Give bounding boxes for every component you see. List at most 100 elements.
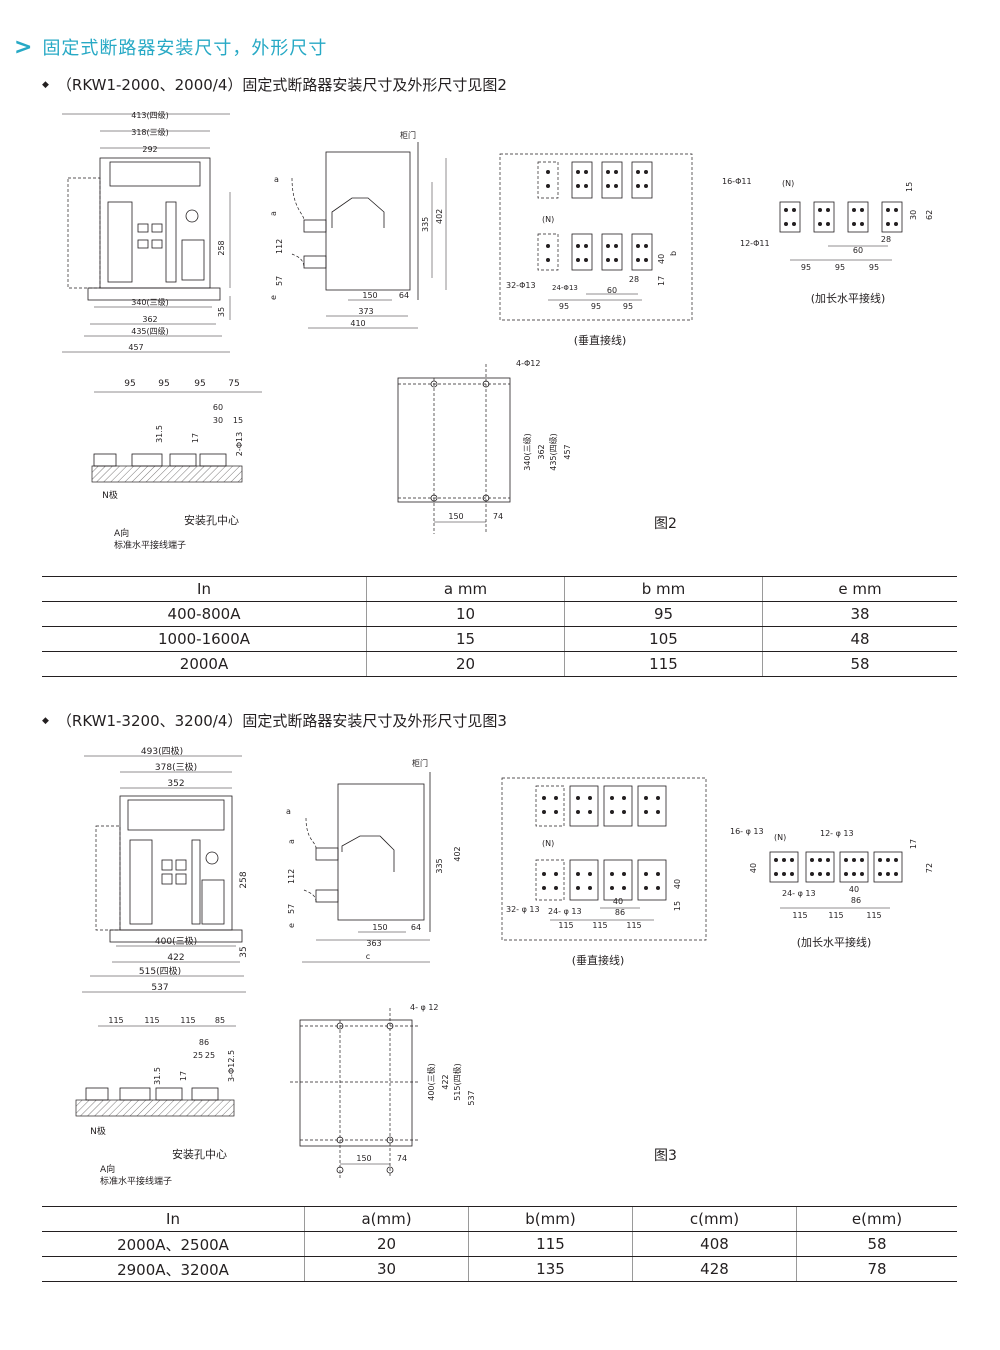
dim-352: 352: [167, 779, 184, 789]
dim-115-a-v2: 115: [558, 921, 573, 930]
table-cell: 78: [796, 1256, 957, 1282]
hole-24-h2: 24- φ 13: [782, 889, 816, 898]
hole-4-m: 4-Φ12: [516, 359, 540, 368]
dim-86-v2: 86: [615, 908, 625, 917]
dim-435-m: 435(四级): [548, 433, 558, 471]
dim-28-h: 28: [881, 235, 891, 244]
col-header: In: [42, 576, 367, 602]
figure-3-label: 图3: [654, 1148, 677, 1164]
dim-15: 15: [905, 182, 914, 192]
n-label-h2: (N): [774, 833, 786, 842]
section1-subtitle-text: （RKW1-2000、2000/4）固定式断路器安装尺寸及外形尺寸见图2: [56, 76, 507, 94]
dim-74-m2: 74: [397, 1154, 407, 1163]
col-header: In: [42, 1206, 305, 1232]
dim-292: 292: [142, 145, 157, 154]
dim-72-h2: 72: [925, 863, 934, 873]
dim-30: 30: [909, 210, 918, 220]
horizontal-connection-drawing-2: 16- φ 13 (N) 12- φ 13 40 17 72 24- φ 13 …: [730, 827, 934, 949]
dim-115-b-h2: 115: [828, 911, 843, 920]
dim-150-2: 150: [372, 923, 387, 932]
table-cell: 20: [304, 1231, 469, 1257]
table-header-row: In a(mm) b(mm) c(mm) e(mm): [42, 1206, 957, 1232]
hole-16: 16-Φ11: [722, 177, 752, 186]
dim-35: 35: [217, 307, 226, 317]
label-a2: a: [269, 211, 278, 216]
dim-150: 150: [362, 291, 377, 300]
spec-table-2: In a(mm) b(mm) c(mm) e(mm) 2000A、2500A 2…: [42, 1206, 957, 1282]
dim-95-b-h: 95: [835, 263, 845, 272]
table-cell: 2000A: [42, 651, 367, 677]
dim-400: 400(三极): [155, 935, 197, 947]
dim-537-m2: 537: [467, 1090, 476, 1105]
diamond-bullet-icon: ◆: [42, 79, 49, 90]
mounting-drawing-2: 4- φ 12 400(三极) 422 515(四极) 537 150 74: [290, 1003, 476, 1178]
table-cell: 2000A、2500A: [42, 1231, 305, 1257]
dim-17: 17: [657, 276, 666, 286]
front-view-drawing-1: 413(四级) 318(三级) 292 258 35 340(三级) 362 4…: [62, 110, 231, 353]
label-e: e: [269, 295, 278, 300]
dim-410: 410: [350, 319, 365, 328]
dim-457: 457: [128, 343, 143, 352]
vertical-caption: (垂直接线): [574, 333, 627, 347]
dim-95-a-h: 95: [801, 263, 811, 272]
dim-335-2: 335: [435, 858, 444, 873]
dim-75-t: 75: [228, 379, 239, 389]
table-cell: 135: [468, 1256, 633, 1282]
col-header: c(mm): [632, 1206, 797, 1232]
dim-15-t: 15: [233, 416, 243, 425]
dim-86-t2: 86: [199, 1038, 209, 1047]
dim-378: 378(三极): [155, 761, 197, 773]
hole-32: 32-Φ13: [506, 281, 536, 290]
dim-25-b-t2: 25: [205, 1051, 215, 1060]
dim-340: 340(三级): [131, 297, 169, 307]
dim-30-t: 30: [213, 416, 223, 425]
table-cell: 95: [564, 601, 763, 627]
dim-95-c-t: 95: [194, 379, 205, 389]
col-header: b mm: [564, 576, 763, 602]
dim-40b-h2: 40: [849, 885, 859, 894]
diamond-bullet-icon: ◆: [42, 715, 49, 726]
dim-74-m: 74: [493, 512, 503, 521]
dim-57-2: 57: [287, 904, 296, 914]
dim-422: 422: [167, 953, 184, 963]
dim-b: b: [669, 251, 678, 256]
dim-493: 493(四极): [141, 745, 183, 757]
dim-115-b-t2: 115: [144, 1016, 159, 1025]
table-cell: 38: [762, 601, 957, 627]
dim-64-2: 64: [411, 923, 421, 932]
side-view-drawing-1: 柜门 a a 112 e 57 335 402 150 64 373 410: [269, 130, 447, 329]
table-cell: 15: [366, 626, 565, 652]
dim-115-c-h2: 115: [866, 911, 881, 920]
dim-112: 112: [275, 239, 284, 254]
horizontal-connection-drawing-1: 16-Φ11 (N) 12-Φ11 15 30 62 28 60 95 95 9…: [722, 177, 934, 305]
col-header: a mm: [366, 576, 565, 602]
table-cell: 20: [366, 651, 565, 677]
hole-16-h2: 16- φ 13: [730, 827, 764, 836]
dim-112-2: 112: [287, 869, 296, 884]
dim-40-v2: 40: [673, 879, 682, 889]
dim-402-2: 402: [453, 846, 462, 861]
dim-60: 60: [607, 286, 617, 295]
table-cell: 1000-1600A: [42, 626, 367, 652]
door-label-2: 柜门: [412, 758, 428, 768]
spec-table-1: In a mm b mm e mm 400-800A 10 95 38 1000…: [42, 576, 957, 677]
dim-31-5-t: 31.5: [155, 425, 164, 443]
label-e-2: e: [287, 923, 296, 928]
hole-12: 12-Φ11: [740, 239, 770, 248]
hole-32-v2: 32- φ 13: [506, 905, 540, 914]
door-label: 柜门: [400, 130, 416, 140]
dim-28: 28: [629, 275, 639, 284]
hole-2-t: 2-Φ13: [235, 432, 244, 456]
dim-150-m2: 150: [356, 1154, 371, 1163]
n-label-h: (N): [782, 179, 794, 188]
section2-subtitle-text: （RKW1-3200、3200/4）固定式断路器安装尺寸及外形尺寸见图3: [56, 712, 507, 730]
hole-12-h2: 12- φ 13: [820, 829, 854, 838]
vertical-connection-drawing-1: (N) b 40 17 28 60 95 95 95 32-Φ13 24-Φ13…: [499, 153, 693, 347]
dim-64: 64: [399, 291, 409, 300]
dim-258: 258: [217, 240, 226, 255]
table-row: 2900A、3200A 30 135 428 78: [42, 1256, 957, 1282]
dim-115-c-v2: 115: [626, 921, 641, 930]
horizontal-caption: (加长水平接线): [811, 291, 886, 305]
dim-258-2: 258: [239, 871, 249, 888]
page-title: 固定式断路器安装尺寸，外形尺寸: [42, 38, 328, 59]
